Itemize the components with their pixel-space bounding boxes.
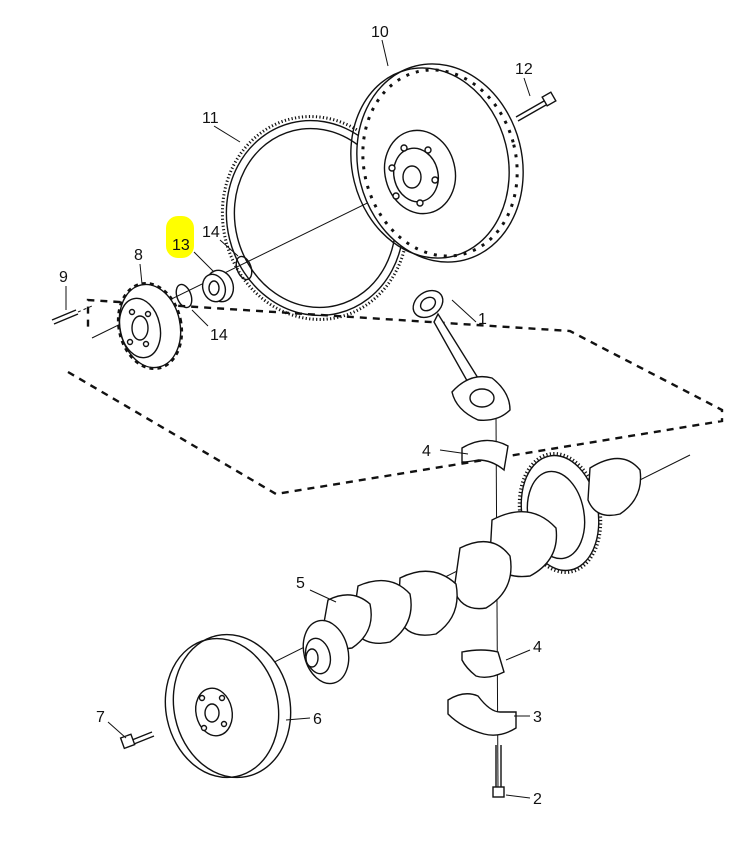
- leader-4a: [439, 449, 469, 455]
- callout-5: 5: [296, 575, 305, 592]
- leader-2: [505, 794, 531, 799]
- leader-14a: [219, 239, 239, 257]
- leader-12: [523, 77, 531, 97]
- leader-10: [381, 39, 389, 67]
- flywheel-bolt: [515, 91, 557, 122]
- assembly-dashed-outline: [67, 298, 724, 496]
- crankshaft-gear: [116, 281, 184, 371]
- conrod-bearing-cap: [447, 693, 517, 736]
- leader-14b: [191, 309, 209, 327]
- callout-14-lower: 14: [210, 327, 228, 344]
- conrod-bolt: [492, 745, 505, 798]
- callout-10: 10: [371, 24, 389, 41]
- leader-13: [193, 251, 215, 273]
- pilot-bearing: [201, 269, 235, 303]
- leader-8: [139, 263, 143, 285]
- callout-2: 2: [533, 791, 542, 808]
- crankshaft: [302, 452, 642, 685]
- leader-6: [285, 717, 311, 721]
- callout-13-highlight: [166, 216, 194, 258]
- callout-4-lower: 4: [533, 639, 542, 656]
- leader-11: [213, 125, 241, 143]
- callout-12: 12: [515, 61, 533, 78]
- callout-7: 7: [96, 709, 105, 726]
- leader-4b: [505, 649, 531, 661]
- retaining-ring-lower: [175, 283, 193, 309]
- callout-3: 3: [533, 709, 542, 726]
- conrod-bearing-shell-upper: [461, 439, 509, 472]
- leader-1: [451, 299, 477, 323]
- leader-7: [107, 721, 127, 739]
- callout-4-upper: 4: [422, 443, 431, 460]
- callout-11: 11: [202, 110, 219, 127]
- callout-9: 9: [59, 269, 68, 286]
- callout-14-upper: 14: [202, 224, 220, 241]
- dowel-pin: [51, 305, 93, 325]
- callout-8: 8: [134, 247, 143, 264]
- vibration-damper: [164, 633, 292, 779]
- damper-bolt: [119, 731, 155, 750]
- retaining-ring-upper: [235, 255, 253, 281]
- callout-6: 6: [313, 711, 322, 728]
- leader-5: [309, 589, 337, 603]
- flywheel: [350, 63, 524, 263]
- connecting-rod: [412, 289, 511, 421]
- callout-1: 1: [478, 311, 487, 328]
- conrod-bearing-shell-lower: [461, 649, 505, 679]
- callout-13: 13: [172, 237, 190, 254]
